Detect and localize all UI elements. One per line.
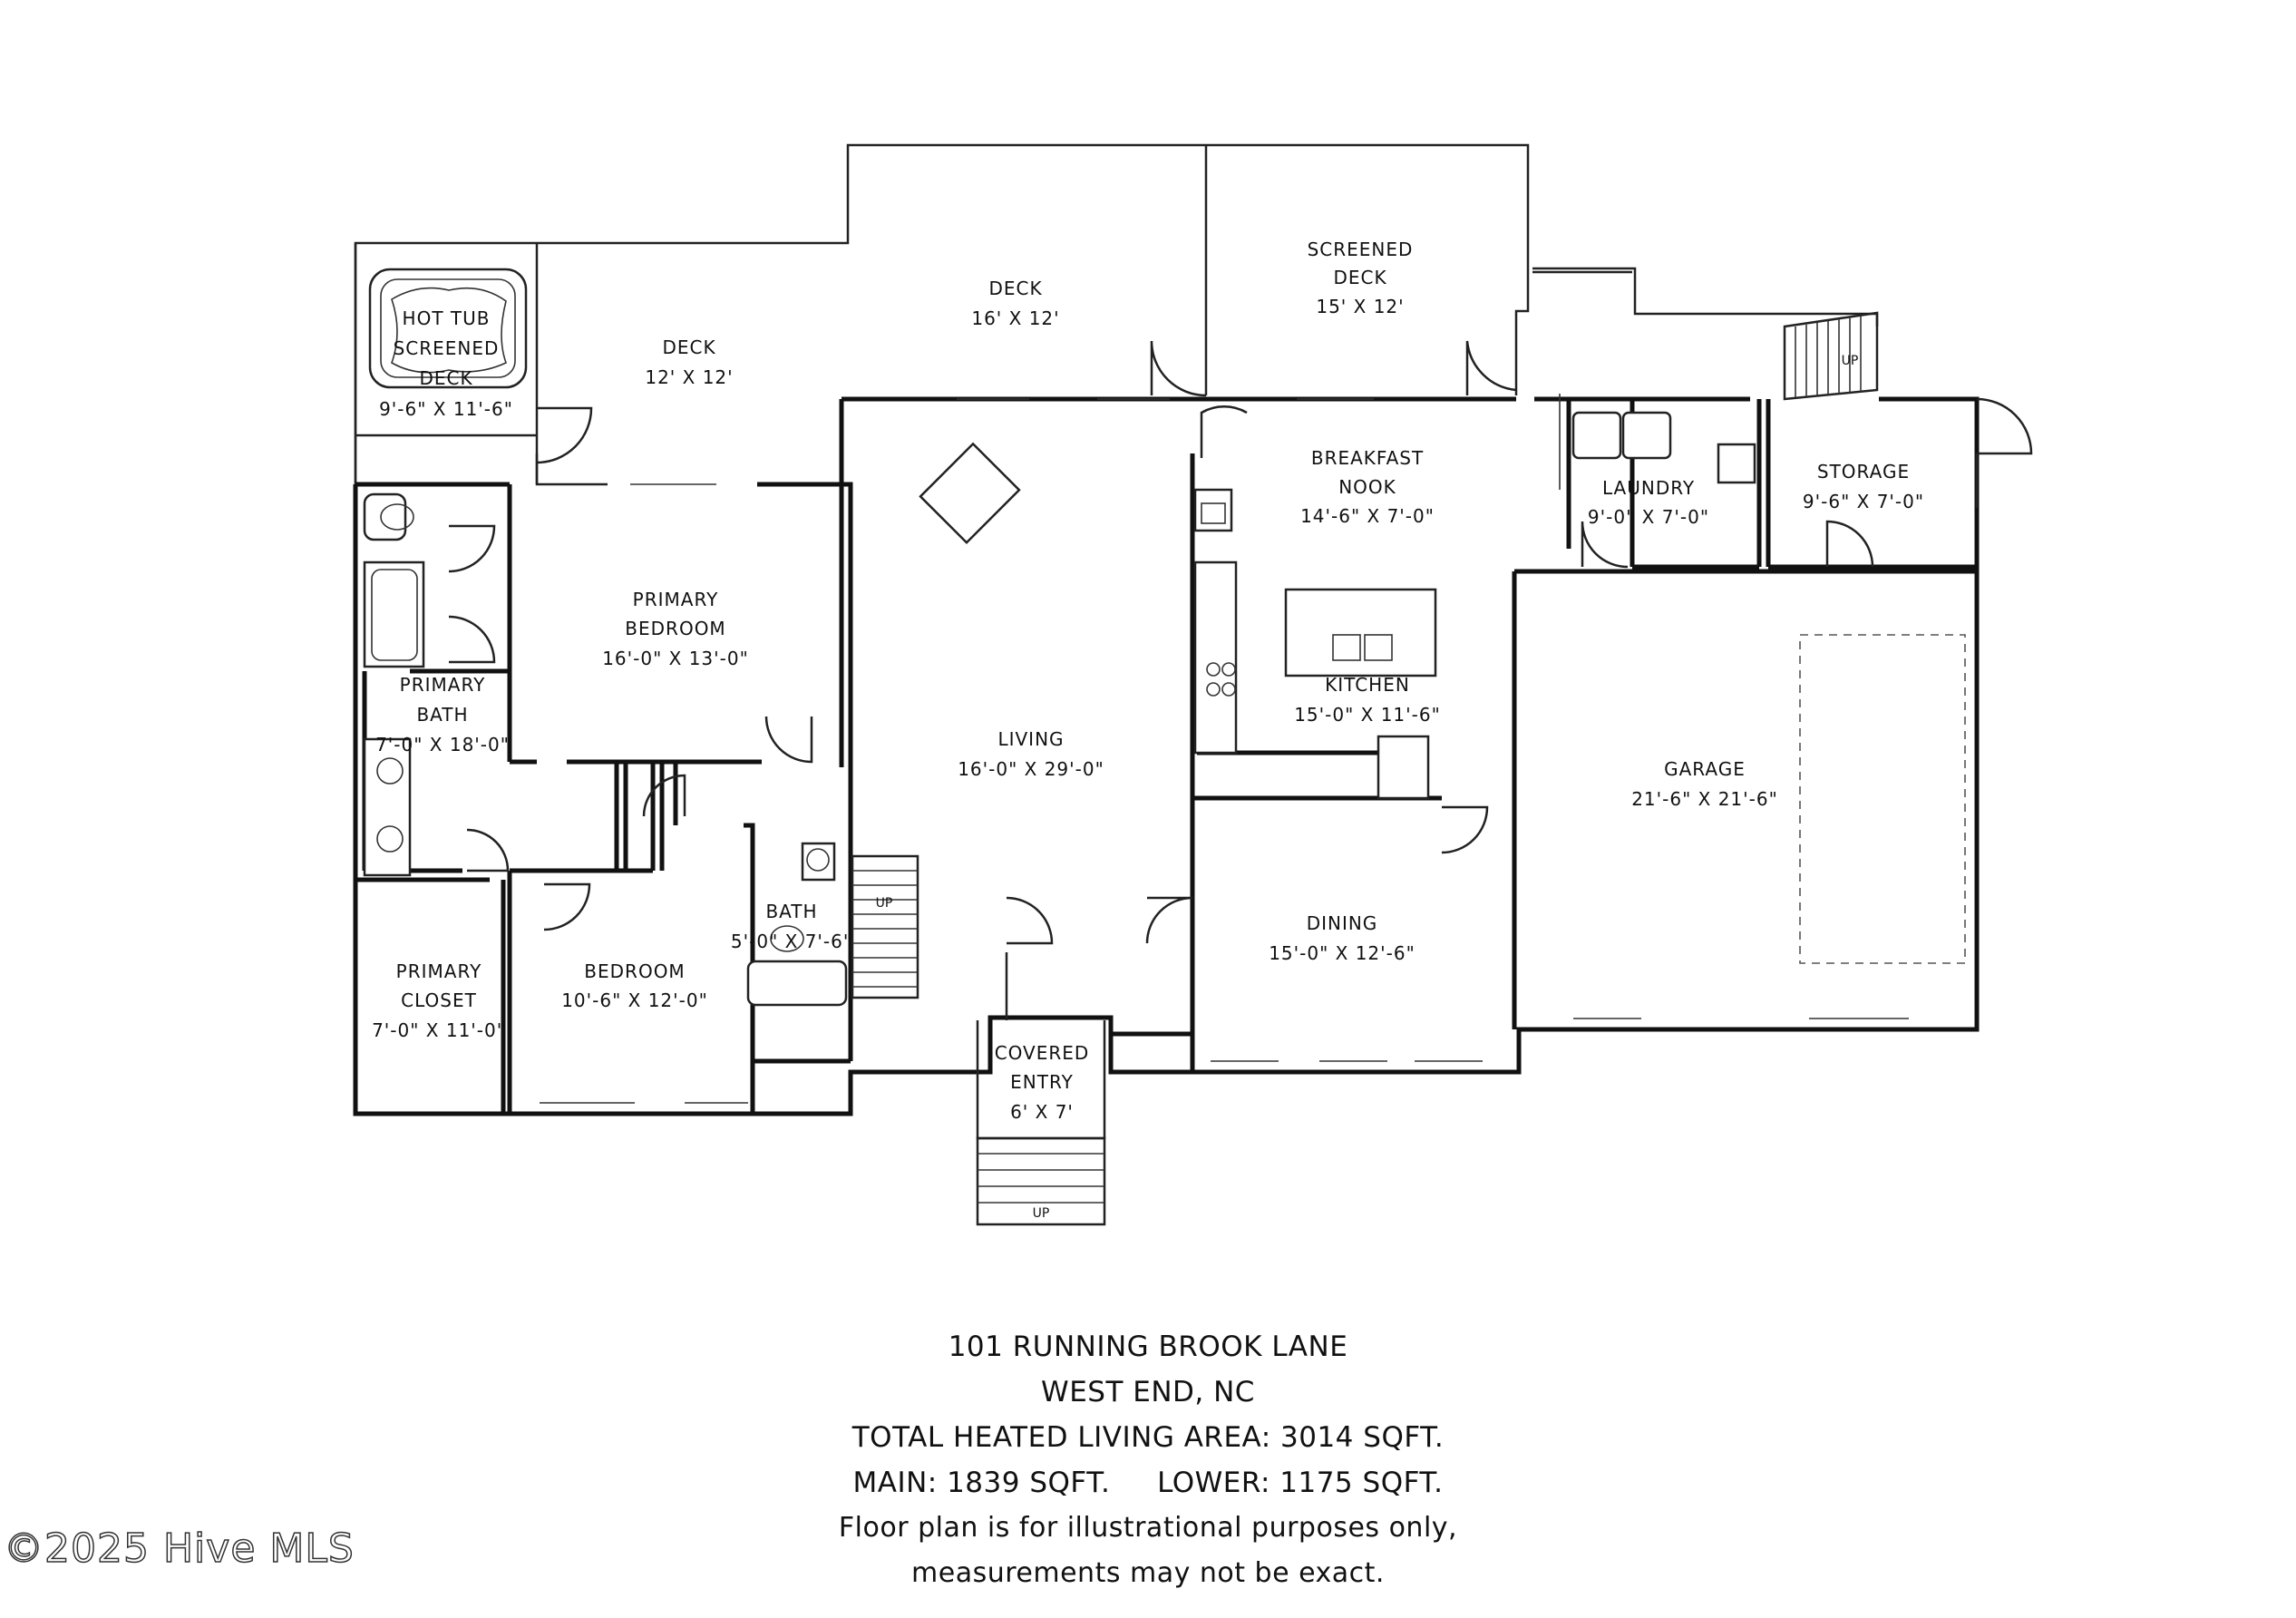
screened-deck-name-1: SCREENED [1308,239,1414,260]
deck-left-size: 12' X 12' [645,366,733,388]
room-labels: HOT TUB SCREENED DECK 9'-6" X 11'-6" DEC… [372,239,1924,1123]
bath-size: 5'-0" X 7'-6" [731,931,852,952]
bedroom-name: BEDROOM [584,960,685,982]
primary-bath-name-1: PRIMARY [400,674,486,696]
deck-left-name: DECK [662,336,715,358]
rear-stairs: UP [1783,311,1879,401]
primary-bedroom-name-1: PRIMARY [633,589,719,610]
caption-disclaimer-1: Floor plan is for illustrational purpose… [838,1512,1458,1544]
breakfast-nook-size: 14'-6" X 7'-0" [1300,505,1435,527]
bedroom-size: 10'-6" X 12'-0" [561,989,708,1011]
rear-stair-label: UP [1842,354,1859,368]
dining-name: DINING [1307,912,1378,934]
storage-size: 9'-6" X 7'-0" [1803,491,1924,512]
covered-entry-name-2: ENTRY [1010,1071,1074,1093]
laundry-name: LAUNDRY [1602,477,1695,499]
primary-bath-name-2: BATH [416,704,468,726]
dining-size: 15'-0" X 12'-6" [1269,942,1416,964]
interior-stairs: UP [851,854,919,999]
garage-name: GARAGE [1664,758,1746,780]
primary-bedroom-name-2: BEDROOM [625,618,725,639]
hot-tub-deck-size: 9'-6" X 11'-6" [379,398,513,420]
hot-tub [368,268,528,389]
breakfast-nook-name-2: NOOK [1338,476,1396,498]
kitchen-size: 15'-0" X 11'-6" [1294,704,1441,726]
breakfast-nook-name-1: BREAKFAST [1311,447,1424,469]
watermark: ©2025 Hive MLS [3,1525,355,1573]
caption-disclaimer-2: measurements may not be exact. [911,1557,1385,1589]
primary-bedroom-size: 16'-0" X 13'-0" [602,648,749,669]
screened-deck-name-2: DECK [1333,267,1386,288]
hot-tub-deck-name-1: HOT TUB [403,307,491,329]
plan-caption: 101 RUNNING BROOK LANE WEST END, NC TOTA… [695,1324,1601,1596]
windows [540,394,1909,1104]
primary-closet-size: 7'-0" X 11'-0" [372,1019,506,1041]
hot-tub-deck-name-2: SCREENED [394,337,500,359]
front-stairs: UP [976,1136,1106,1226]
storage-name: STORAGE [1817,461,1910,482]
covered-entry-name-1: COVERED [995,1042,1090,1064]
kitchen-name: KITCHEN [1325,674,1410,696]
primary-closet-name-1: PRIMARY [396,960,482,982]
living-size: 16'-0" X 29'-0" [958,758,1104,780]
interior-stair-label: UP [876,896,893,911]
garage-door [1799,634,1966,964]
laundry-size: 9'-0" X 7'-0" [1588,506,1709,528]
caption-address: 101 RUNNING BROOK LANE [948,1330,1348,1363]
caption-total-area: TOTAL HEATED LIVING AREA: 3014 SQFT. [851,1421,1445,1454]
hot-tub-deck-name-3: DECK [419,367,472,389]
covered-entry-size: 6' X 7' [1010,1101,1074,1123]
deck-center-name: DECK [988,278,1042,299]
door-swings [448,340,2033,945]
living-name: LIVING [997,728,1064,750]
garage-size: 21'-6" X 21'-6" [1631,788,1778,810]
screened-deck-size: 15' X 12' [1316,296,1404,317]
interior-walls [353,399,1635,1114]
caption-main-lower: MAIN: 1839 SQFT. LOWER: 1175 SQFT. [852,1467,1444,1499]
fixtures [363,411,1756,1007]
primary-bath-size: 7'-0" X 18'-0" [375,734,510,755]
front-stair-label: UP [1033,1206,1050,1221]
primary-closet-name-2: CLOSET [401,989,477,1011]
bath-name: BATH [765,901,817,922]
caption-city: WEST END, NC [1041,1376,1255,1408]
deck-outlines [354,143,1879,486]
deck-center-size: 16' X 12' [971,307,1059,329]
covered-entry [976,952,1106,1140]
